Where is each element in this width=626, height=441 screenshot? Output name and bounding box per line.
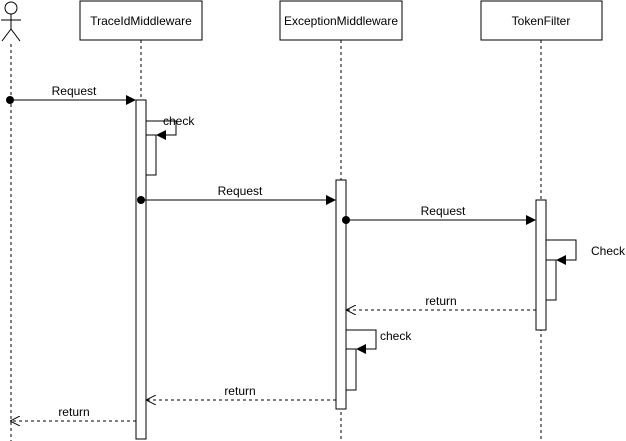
exception-activation [335,179,347,410]
exception-self-activation [345,348,357,391]
trace-self-activation [145,134,157,176]
message-request-3-label: Request [421,204,466,218]
message-check-exception: check [346,329,412,354]
message-return-2: return [147,384,336,400]
participant-exception: ExceptionMiddleware [279,0,403,41]
token-activation [535,199,547,331]
participant-token-label: TokenFilter [512,14,571,28]
token-self-activation [545,259,557,301]
message-return-3-label: return [58,405,89,419]
message-request-3: Request [342,204,536,225]
message-check-trace: check [146,114,195,140]
message-return-1-label: return [425,294,456,308]
message-request-2: Request [137,184,336,205]
participant-exception-label: ExceptionMiddleware [284,14,398,28]
message-check-trace-label: check [163,114,195,128]
message-return-2-label: return [224,384,255,398]
message-return-1: return [347,294,536,310]
message-check-token-label: Check [591,244,626,258]
message-check-exception-label: check [380,329,412,343]
trace-activation [135,99,147,440]
message-check-token: Check [546,239,626,265]
participant-trace: TraceIdMiddleware [79,0,203,41]
message-request-1: Request [6,84,136,105]
actor-figure [1,1,21,42]
participant-token: TokenFilter [480,0,603,41]
participant-trace-label: TraceIdMiddleware [90,14,192,28]
message-request-2-label: Request [218,184,263,198]
message-return-3: return [11,405,136,421]
message-request-1-label: Request [52,84,97,98]
